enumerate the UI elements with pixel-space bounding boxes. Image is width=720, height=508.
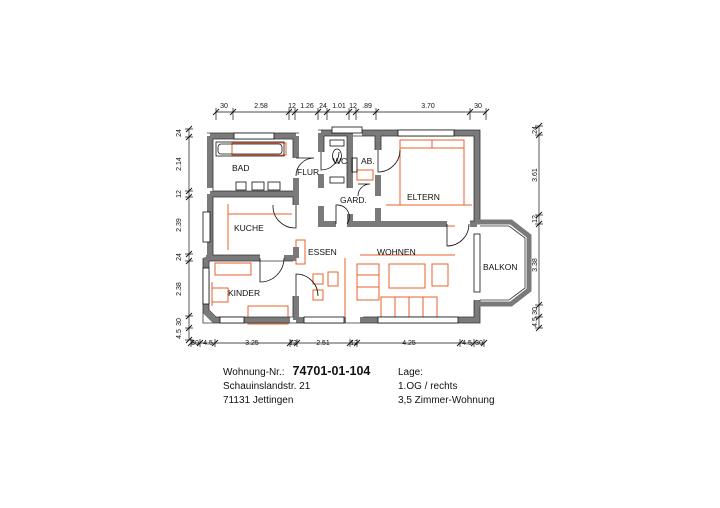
- room-label-wc: WC: [333, 156, 347, 166]
- apartment-type: 3,5 Zimmer-Wohnung: [398, 395, 495, 406]
- dim-bottom-1: 4.5: [203, 340, 213, 347]
- bath-fixtures: [215, 139, 358, 191]
- dim-right-5: 4.5: [532, 317, 539, 327]
- wohnung-row: Wohnung-Nr.: 74701-01-104: [223, 364, 370, 380]
- dim-bottom-3: 12: [289, 340, 297, 347]
- room-label-gard: GARD.: [340, 195, 367, 205]
- dim-top-6: 12: [349, 103, 357, 110]
- door-swings: [259, 149, 470, 297]
- dim-top-1: 2.58: [254, 103, 268, 110]
- street: Schauinslandstr. 21: [223, 381, 311, 392]
- dim-top-4: 24: [319, 103, 327, 110]
- dim-bottom-6: 4.25: [402, 340, 416, 347]
- room-label-ab: AB.: [361, 156, 375, 166]
- dim-left-3: 2.39: [176, 218, 183, 232]
- room-label-wohnen: WOHNEN: [377, 247, 416, 257]
- dim-left-5: 2.38: [176, 282, 183, 296]
- room-label-kinder: KINDER: [228, 288, 260, 298]
- dim-top-8: 3.70: [421, 103, 435, 110]
- dim-right-4: 30: [532, 307, 539, 315]
- dim-bottom-2: 3.25: [245, 340, 259, 347]
- room-label-balkon: BALKON: [483, 262, 518, 272]
- lage-label: Lage:: [398, 367, 424, 378]
- dim-top-3: 1.26: [300, 103, 314, 110]
- city: 71131 Jettingen: [223, 395, 294, 406]
- address-block: Wohnung-Nr.: 74701-01-104 Schauinslandstr…: [223, 364, 370, 408]
- dim-left-1: 2.14: [176, 157, 183, 171]
- dim-top-9: 30: [474, 103, 482, 110]
- dim-bottom-7: 4.5: [462, 340, 472, 347]
- dim-left-7: 4.5: [176, 329, 183, 339]
- dim-top-2: 12: [288, 103, 296, 110]
- room-label-flur: FLUR: [297, 167, 319, 177]
- wohnung-number: 74701-01-104: [292, 364, 371, 378]
- room-labels: BAD FLUR WC AB. GARD. ELTERN KUCHE ESSEN…: [228, 156, 518, 298]
- dim-bottom-5: 12: [350, 340, 358, 347]
- room-label-bad: BAD: [232, 163, 249, 173]
- dim-left-2: 12: [176, 190, 183, 198]
- dimension-ticks: [185, 108, 543, 347]
- wohnung-label: Wohnung-Nr.:: [223, 367, 285, 378]
- room-label-kuche: KUCHE: [234, 223, 264, 233]
- dim-left-4: 24: [176, 253, 183, 261]
- dim-right-2: 12: [532, 215, 539, 223]
- dim-top-5: 1.01: [332, 103, 346, 110]
- dimension-lines: [185, 108, 543, 347]
- dim-top-0: 30: [220, 103, 228, 110]
- dim-right-3: 3.38: [532, 258, 539, 272]
- location-block: Lage: 1.OG / rechts 3,5 Zimmer-Wohnung: [398, 366, 495, 408]
- dimension-labels: 30 2.58 12 1.26 24 1.01 12 .89 3.70 30 3…: [176, 103, 539, 347]
- dim-top-7: .89: [362, 103, 372, 110]
- room-label-eltern: ELTERN: [407, 192, 440, 202]
- dim-right-1: 3.61: [532, 168, 539, 182]
- floor-position: 1.OG / rechts: [398, 381, 458, 392]
- dim-right-0: 24: [532, 126, 539, 134]
- windows: [202, 126, 481, 324]
- dim-bottom-0: 30: [191, 340, 199, 347]
- room-label-essen: ESSEN: [308, 247, 337, 257]
- dim-left-0: 24: [176, 129, 183, 137]
- balkon-bay: [477, 219, 532, 307]
- dim-bottom-8: 30: [475, 340, 483, 347]
- dim-left-6: 30: [176, 318, 183, 326]
- dim-bottom-4: 2.51: [316, 340, 330, 347]
- balkon-bay-inner: [480, 225, 526, 301]
